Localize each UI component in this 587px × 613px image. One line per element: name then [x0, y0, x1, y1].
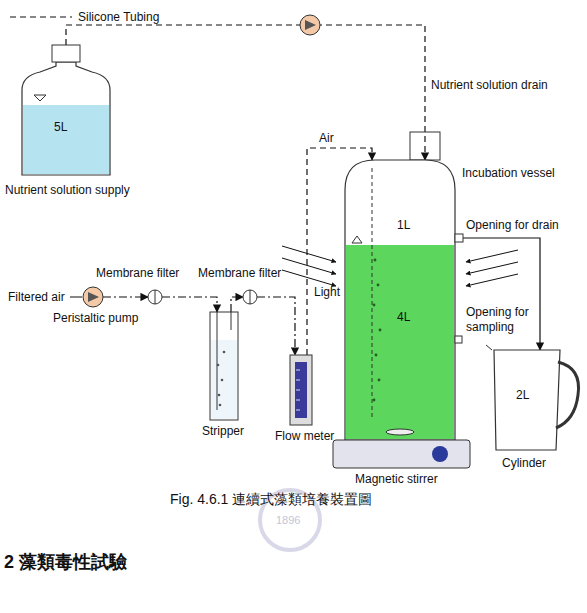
incubation-vessel — [345, 132, 463, 440]
part-label: Incubation vessel — [462, 166, 555, 180]
flow-meter — [290, 355, 312, 425]
pump-symbol — [300, 15, 320, 35]
light-arrows — [282, 246, 518, 286]
connector-label: Air — [318, 131, 335, 145]
annotation-label: Light — [314, 285, 340, 300]
pump-symbol — [83, 287, 103, 307]
supply-bottle — [22, 45, 110, 175]
figure-caption: Fig. 4.6.1 連續式藻類培養裝置圖 — [170, 492, 372, 506]
apparatus-part: 5LNutrient solution supply — [22, 45, 110, 175]
legend-text: Silicone Tubing — [78, 10, 159, 24]
part-label: 5L — [54, 120, 67, 134]
part-label: Magnetic stirrer — [355, 472, 438, 486]
apparatus-part: Stripper — [210, 312, 238, 420]
part-label: Nutrient solution supply — [5, 183, 130, 197]
part-label: Stripper — [202, 424, 244, 438]
stirrer-base — [333, 440, 470, 468]
stripper-column — [210, 312, 238, 420]
part-label: Membrane filter — [198, 266, 281, 280]
part-label: Flow meter — [275, 429, 334, 443]
apparatus-part: Membrane filter — [148, 290, 162, 304]
annotation-label: 1896 — [276, 513, 300, 527]
apparatus-part: Flow meter — [290, 355, 312, 425]
tubing-connector — [103, 296, 148, 297]
apparatus-part: Membrane filter — [243, 290, 257, 304]
apparatus-part: 1L4LIncubation vessel — [345, 160, 455, 440]
part-label: 4L — [397, 310, 410, 324]
tubing-connector — [463, 238, 540, 350]
tubing-connector — [257, 297, 295, 355]
annotation-label: 2 藻類毒性試驗 — [4, 552, 127, 573]
part-label: Peristaltic pump — [53, 311, 138, 325]
annotation-label: Filtered air — [8, 290, 65, 305]
filter-symbol — [148, 290, 257, 304]
collection-jug — [486, 345, 579, 450]
connector-label: Nutrient solution drain — [430, 78, 549, 92]
tubing-connector — [231, 297, 243, 312]
part-label: 1L — [397, 218, 410, 232]
legend-line-sample — [10, 16, 72, 17]
part-label: Cylinder — [502, 456, 546, 470]
part-label: 2L — [516, 388, 529, 402]
annotation-label: Opening for drain — [466, 218, 559, 233]
tubing-connector — [66, 25, 425, 160]
inlet-line — [70, 297, 82, 298]
apparatus-part: 2LCylinder — [494, 350, 560, 450]
tubing-connector — [162, 297, 217, 312]
annotation-label: Opening for sampling — [466, 305, 538, 335]
part-label: Membrane filter — [96, 266, 179, 280]
apparatus-part: Magnetic stirrer — [333, 440, 470, 468]
apparatus-part: Peristaltic pump — [83, 287, 103, 307]
